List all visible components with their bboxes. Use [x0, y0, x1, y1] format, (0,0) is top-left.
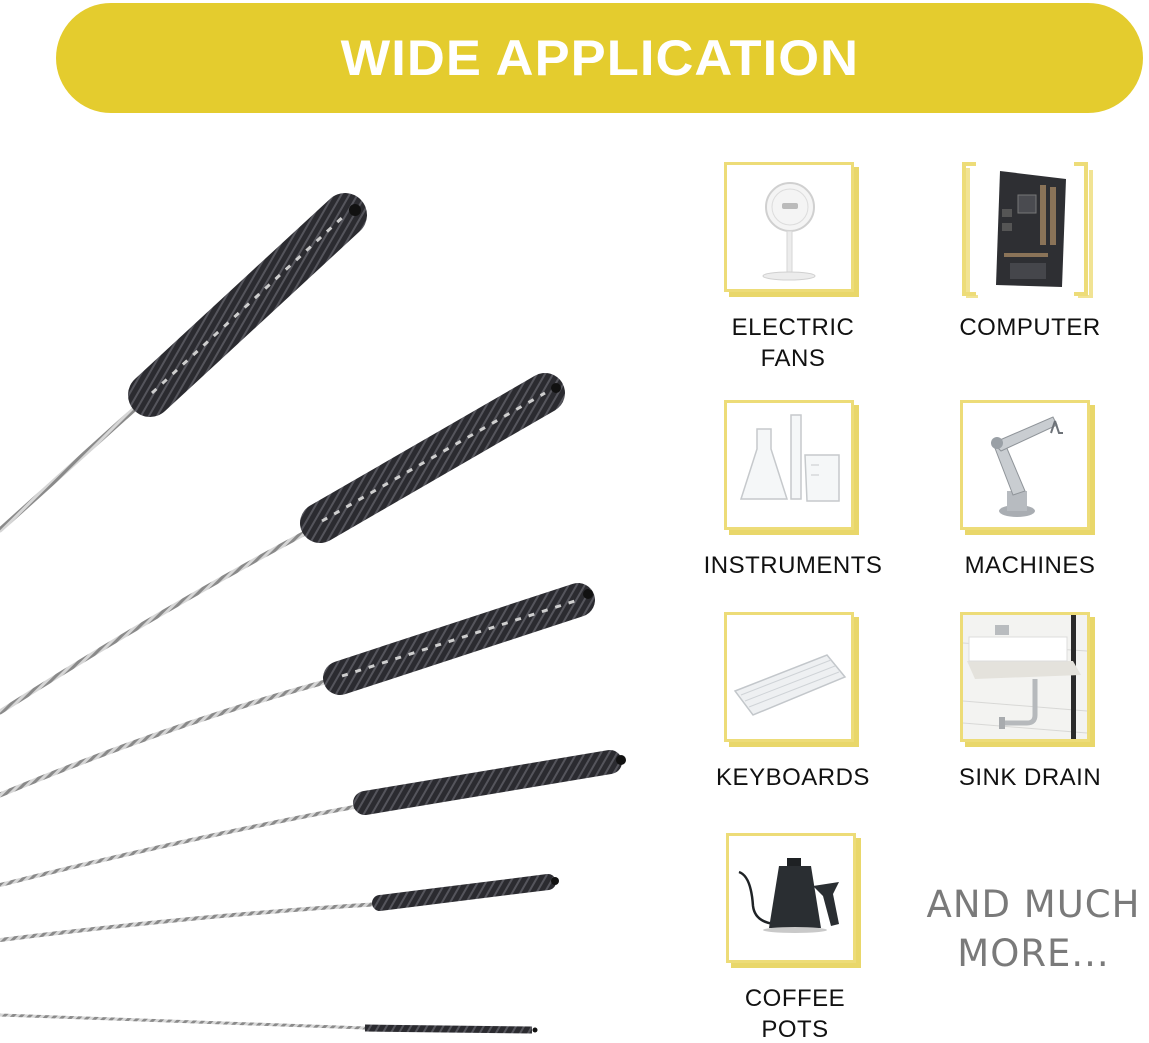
brush-2: [0, 373, 565, 715]
and-much-more-text: AND MUCH MORE...: [926, 883, 1141, 975]
application-label-keyboards: KEYBOARDS: [716, 764, 870, 791]
motherboard-icon: [996, 171, 1066, 287]
kettle-icon: [738, 858, 839, 933]
application-tile-instruments: [724, 400, 860, 536]
application-label-machines: MACHINES: [964, 552, 1096, 579]
application-label-instruments: INSTRUMENTS: [703, 552, 883, 579]
lab-glassware-icon: [739, 414, 840, 502]
application-tile-sink-drain: [960, 612, 1096, 748]
brush-4: [0, 750, 626, 887]
application-label-coffee-pots: COFFEE POTS: [744, 985, 846, 1043]
keyboard-icon: [733, 654, 847, 716]
application-label-computer: COMPUTER: [959, 314, 1101, 341]
application-tile-computer: [960, 162, 1096, 298]
application-label-electric-fans: ELECTRIC FANS: [731, 314, 855, 372]
application-tile-machines: [960, 400, 1096, 536]
application-label-sink-drain: SINK DRAIN: [958, 764, 1102, 791]
application-tile-keyboards: [724, 612, 860, 748]
bracket-frame: [962, 162, 1093, 298]
brush-5: [0, 874, 559, 942]
application-tile-electric-fans: [724, 162, 860, 298]
brush-1: [0, 193, 367, 533]
application-tile-coffee-pots: [726, 833, 862, 969]
robot-arm-icon: [991, 416, 1063, 517]
header-banner: WIDE APPLICATION: [56, 3, 1143, 113]
brush-3: [0, 583, 595, 798]
brush-6: [0, 1013, 538, 1034]
page-title: WIDE APPLICATION: [340, 30, 859, 86]
brushes-illustration: [0, 193, 626, 1034]
fan-icon: [762, 182, 816, 281]
sink-drain-icon: [963, 615, 1087, 739]
